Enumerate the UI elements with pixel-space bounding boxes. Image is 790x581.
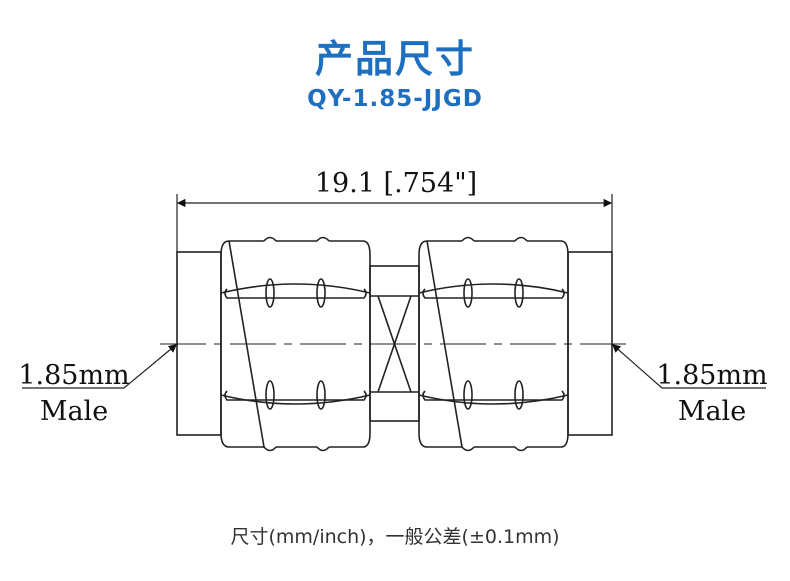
- left-port-gender: Male: [40, 396, 108, 427]
- overall-length-label: 19.1 [.754"]: [315, 168, 477, 199]
- left-hex-nut: [220, 236, 371, 452]
- left-port-size: 1.85mm: [18, 360, 129, 391]
- right-port-gender: Male: [678, 396, 746, 427]
- page-title: 产品尺寸: [314, 37, 475, 81]
- tolerance-note: 尺寸(mm/inch)，一般公差(±0.1mm): [230, 526, 560, 548]
- right-hex-nut: [418, 236, 569, 452]
- left-port-leader: [22, 343, 178, 389]
- right-port-size: 1.85mm: [656, 360, 767, 391]
- model-number: QY-1.85-JJGD: [307, 86, 483, 112]
- right-port-leader: [611, 343, 766, 389]
